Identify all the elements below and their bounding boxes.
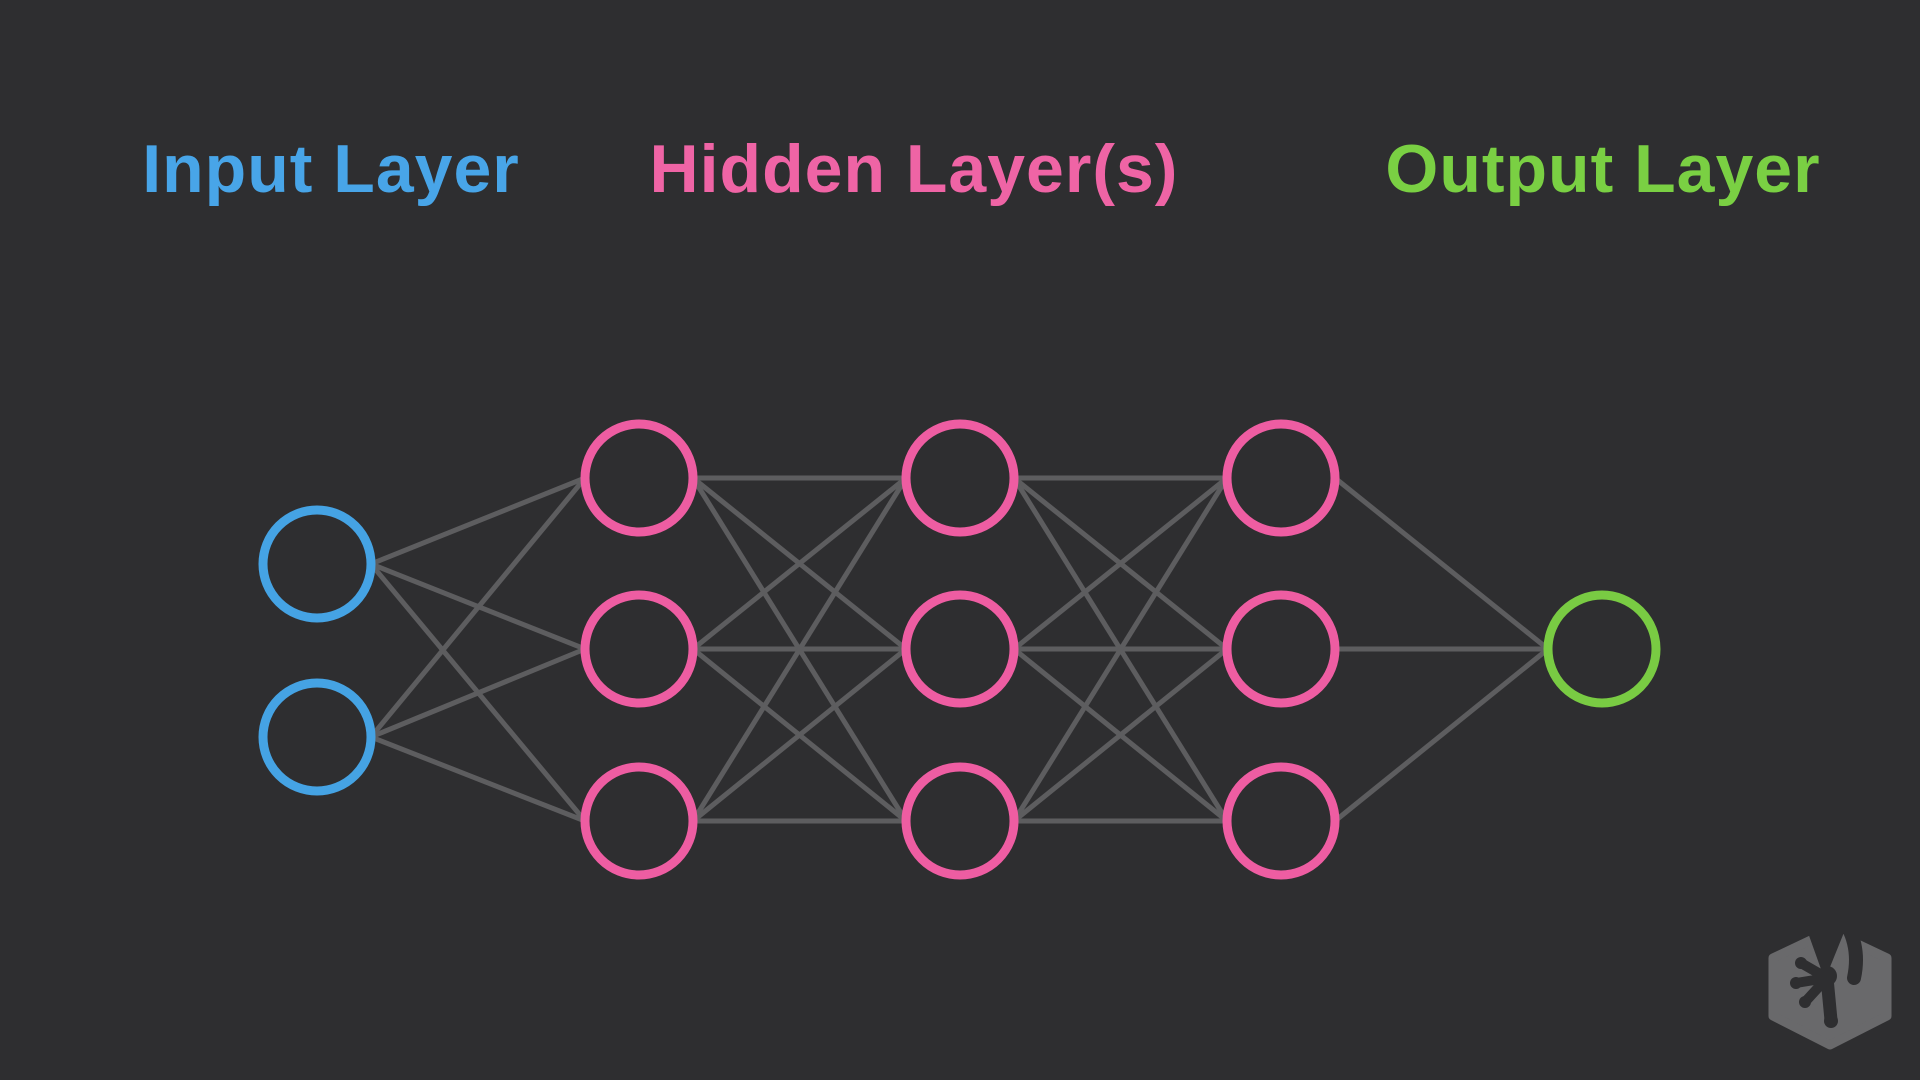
logo-tree-cutout	[1790, 926, 1863, 1028]
hidden-layer-3-node-3	[1222, 762, 1340, 880]
hidden-layer-2-node-2	[901, 590, 1019, 708]
connection-line	[370, 734, 586, 824]
edge-lines	[369, 475, 1550, 824]
connection-line	[1011, 476, 1230, 823]
hidden-layer-1-node-2	[580, 590, 698, 708]
hidden-layer-3-node-2	[1222, 590, 1340, 708]
neuron-nodes	[258, 419, 1661, 880]
hidden-layer-2-node-3	[901, 762, 1019, 880]
connection-line	[369, 476, 587, 739]
output-layer-node-1	[1543, 590, 1661, 708]
connection-line	[1012, 647, 1229, 823]
hidden-layer-1-node-1	[580, 419, 698, 537]
input-layer-label: Input Layer	[142, 131, 520, 207]
hidden-layer-2-node-1	[901, 419, 1019, 537]
connection-line	[1333, 476, 1550, 651]
connection-line	[1333, 647, 1550, 823]
input-layer-node-2	[258, 678, 376, 796]
hidden-layer-label: Hidden Layer(s)	[649, 131, 1179, 207]
connection-line	[370, 646, 586, 740]
input-layer-node-1	[258, 505, 376, 623]
output-layer-label: Output Layer	[1385, 131, 1821, 207]
hidden-layer-3-node-1	[1222, 419, 1340, 537]
connection-line	[691, 647, 908, 823]
treehouse-badge-logo	[1768, 926, 1892, 1050]
connection-line	[370, 475, 586, 567]
connection-line	[691, 476, 908, 651]
hidden-layer-1-node-3	[580, 762, 698, 880]
connection-line	[1012, 476, 1229, 651]
connection-line	[690, 476, 909, 823]
